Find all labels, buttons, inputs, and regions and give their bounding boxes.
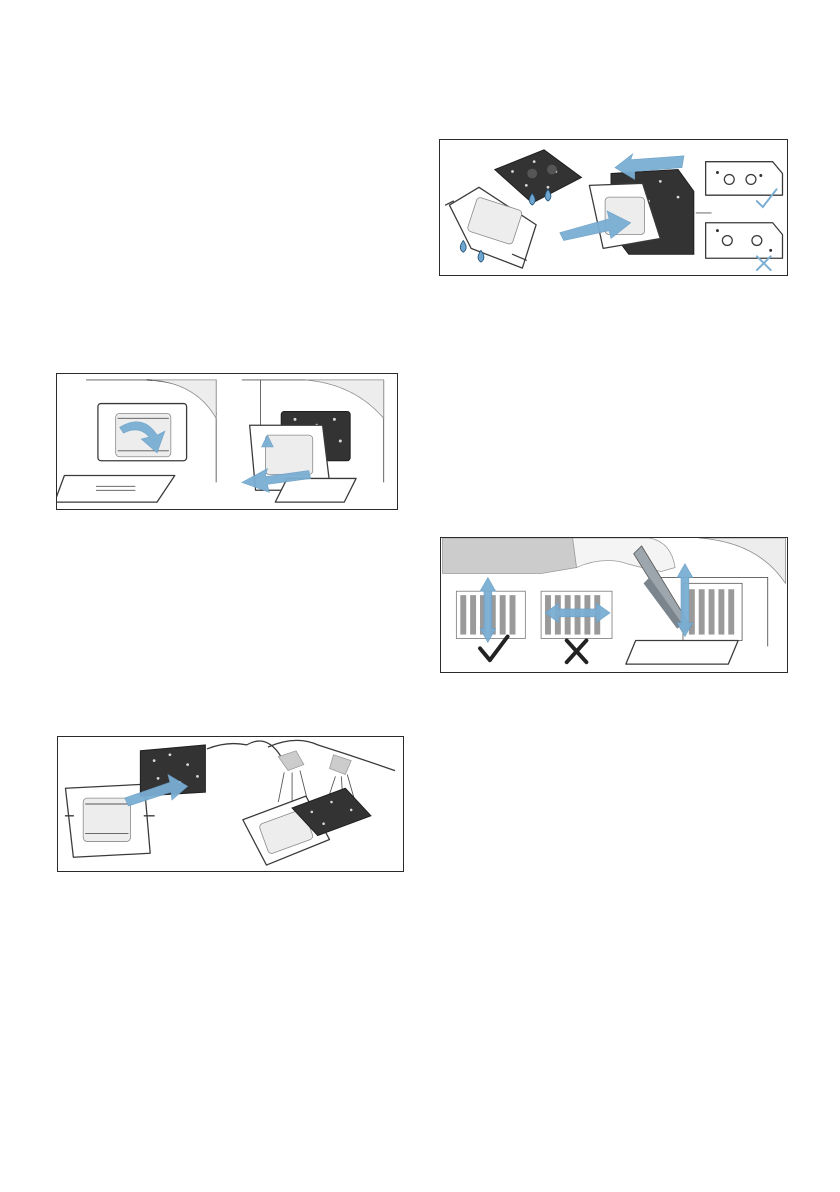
reinsert-filter-illustration: [440, 140, 787, 275]
vertical-stroke-check-icon: [480, 637, 508, 661]
figure-reinsert-filter: [439, 139, 788, 276]
remove-filter-illustration: [57, 374, 397, 509]
filter-rinsing: [243, 788, 371, 865]
orientation-wrong: [706, 223, 783, 270]
filter-assembled: [589, 170, 693, 255]
sponge-tilted: [495, 150, 582, 203]
appliance-front-left: [57, 380, 216, 502]
filter-frame-tilted: [445, 187, 536, 268]
vacuum-grille-illustration: [441, 538, 787, 672]
orientation-correct: [706, 162, 783, 207]
figure-remove-filter: [56, 373, 398, 510]
rinse-filter-illustration: [58, 737, 403, 871]
horizontal-stroke-cross-icon: [567, 640, 587, 662]
figure-rinse-filter: [57, 736, 404, 872]
figure-vacuum-grille: [440, 537, 788, 673]
hand-silhouette: [443, 538, 577, 573]
